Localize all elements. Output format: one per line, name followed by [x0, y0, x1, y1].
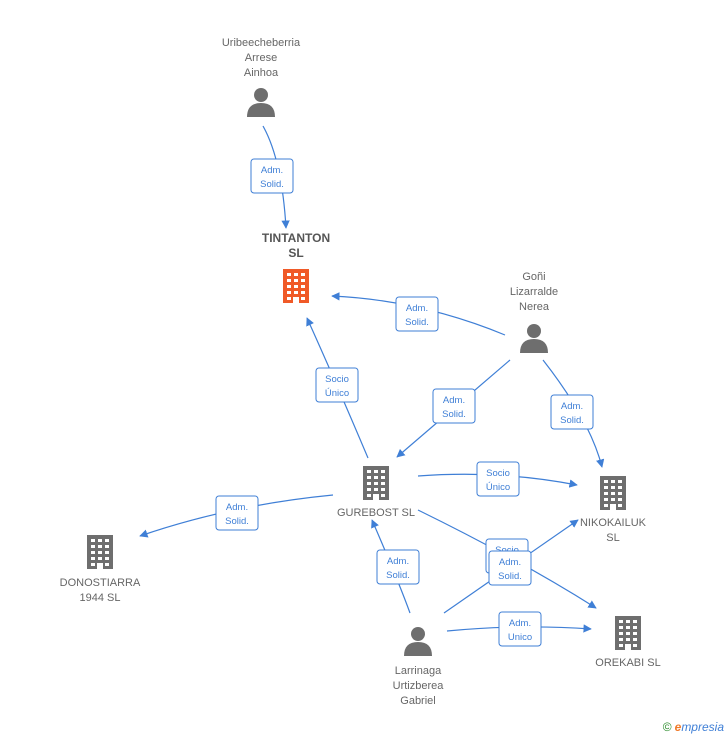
node-label: Gabriel [400, 695, 435, 707]
edge-label-box[interactable] [215, 495, 259, 531]
edge-label-box[interactable] [488, 550, 532, 586]
node-label: GUREBOST SL [337, 507, 415, 519]
edge-label-text: Solid. [386, 570, 410, 581]
edge-label-text: Adm. [387, 556, 409, 567]
brand-initial: e [674, 720, 682, 734]
node-label: Urtizberea [393, 680, 445, 692]
node-label: DONOSTIARRA [60, 577, 141, 589]
edge-label-text: Solid. [498, 571, 522, 582]
person-icon [520, 324, 548, 353]
node-label: Ainhoa [244, 67, 279, 79]
edge-label-text: Solid. [225, 516, 249, 527]
edge-label-text: Solid. [442, 409, 466, 420]
node-label: 1944 SL [80, 592, 121, 604]
edge-label-box[interactable] [498, 611, 542, 647]
node-label: Nerea [519, 301, 550, 313]
person-icon [404, 627, 432, 656]
edge-label-box[interactable] [432, 388, 476, 424]
building-icon [283, 269, 309, 303]
edge-gonilizarralde-to-tintanton: Adm. Solid. [331, 292, 506, 336]
edge-label-box[interactable] [395, 296, 439, 332]
node-orekabi[interactable]: OREKABI SL [595, 616, 661, 669]
edge-label-text: Solid. [260, 179, 284, 190]
edge-label-box[interactable] [315, 367, 359, 403]
node-label: NIKOKAILUK [580, 517, 647, 529]
edge-uribe-to-tintanton: Adm. Solid. [250, 125, 294, 229]
edge-label-text: Adm. [406, 303, 428, 314]
building-icon [87, 535, 113, 569]
node-nikokailuk[interactable]: NIKOKAILUK SL [580, 476, 647, 544]
edge-label-text: Adm. [443, 395, 465, 406]
node-donostiarra[interactable]: DONOSTIARRA 1944 SL [60, 535, 141, 604]
edge-label-text: Solid. [560, 415, 584, 426]
edge-label-text: Adm. [561, 401, 583, 412]
building-icon [363, 466, 389, 500]
node-label: SL [288, 246, 303, 260]
node-label: SL [606, 532, 619, 544]
edge-label-text: Socio [486, 468, 510, 479]
node-label: TINTANTON [262, 231, 330, 245]
edge-label-text: Único [486, 482, 510, 493]
edge-label-text: Solid. [405, 317, 429, 328]
building-icon [615, 616, 641, 650]
brand-name: mpresia [681, 720, 724, 734]
edge-label-text: Unico [508, 632, 532, 643]
person-icon [247, 88, 275, 117]
edge-gurebost-to-donostiarra: Adm. Solid. [139, 494, 334, 538]
edge-label-box[interactable] [376, 549, 420, 585]
node-label: OREKABI SL [595, 657, 660, 669]
edge-label-text: Único [325, 388, 349, 399]
node-gurebost[interactable]: GUREBOST SL [337, 466, 415, 519]
node-label: Arrese [245, 52, 277, 64]
edge-label-text: Adm. [499, 557, 521, 568]
edge-label-box[interactable] [550, 394, 594, 430]
edge-gonilizarralde-to-gurebost: Adm. Solid. [396, 359, 511, 458]
edge-label-text: Adm. [226, 502, 248, 513]
node-label: Lizarralde [510, 286, 558, 298]
edge-larrinaga-to-orekabi: Adm. Unico [446, 611, 592, 647]
edge-larrinaga-to-gurebost: Adm. Solid. [371, 519, 420, 614]
node-label: Goñi [522, 271, 545, 283]
node-label: Larrinaga [395, 665, 442, 677]
edge-larrinaga-to-nikokailuk: Adm. Solid. [443, 519, 579, 614]
edge-label-text: Adm. [261, 165, 283, 176]
empresia-credit[interactable]: ©empresia [663, 720, 724, 734]
edge-label-text: Socio [325, 374, 349, 385]
edge-label-text: Adm. [509, 618, 531, 629]
edge-gonilizarralde-to-nikokailuk: Adm. Solid. [542, 359, 605, 468]
copyright-icon: © [662, 720, 672, 734]
node-label: Uribeecheberria [222, 37, 301, 49]
edge-label-box[interactable] [250, 158, 294, 194]
edge-label-box[interactable] [476, 461, 520, 497]
building-icon [600, 476, 626, 510]
